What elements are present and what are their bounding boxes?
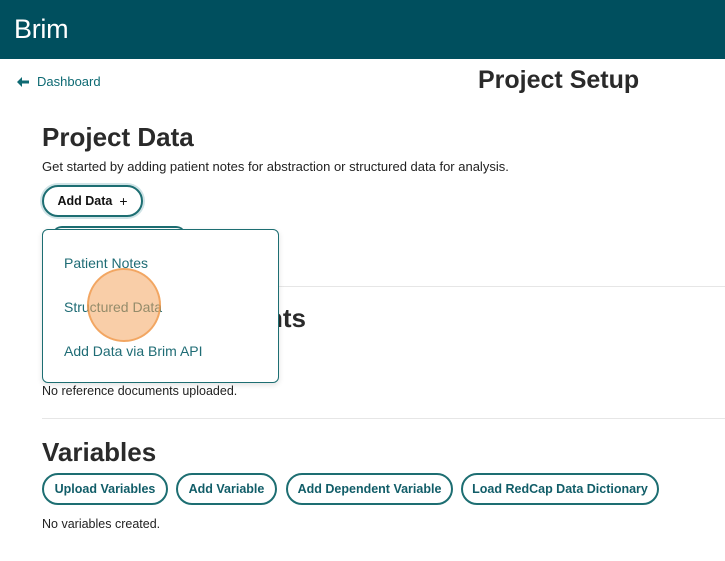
add-variable-button[interactable]: Add Variable xyxy=(176,473,277,505)
back-to-dashboard-link[interactable]: Dashboard xyxy=(17,74,101,89)
page-title: Project Setup xyxy=(478,66,640,94)
project-data-description: Get started by adding patient notes for … xyxy=(42,159,509,174)
variables-title: Variables xyxy=(42,437,157,467)
brand-logo[interactable]: Brim xyxy=(14,14,69,44)
add-dependent-variable-button[interactable]: Add Dependent Variable xyxy=(286,473,453,505)
plus-icon: + xyxy=(119,193,128,209)
back-link-label: Dashboard xyxy=(37,74,101,89)
obscured-button-edge xyxy=(52,226,186,236)
top-navbar: Brim xyxy=(0,0,725,59)
project-data-title: Project Data xyxy=(42,122,194,152)
add-data-label: Add Data xyxy=(57,194,113,208)
upload-variables-button[interactable]: Upload Variables xyxy=(42,473,168,505)
menu-item-structured-data[interactable]: Structured Data xyxy=(64,299,163,315)
menu-item-patient-notes[interactable]: Patient Notes xyxy=(64,255,149,271)
menu-item-brim-api[interactable]: Add Data via Brim API xyxy=(64,343,203,359)
add-data-dropdown-menu: Patient Notes Structured Data Add Data v… xyxy=(42,229,279,383)
load-redcap-dictionary-button[interactable]: Load RedCap Data Dictionary xyxy=(461,473,659,505)
section-divider xyxy=(42,418,725,419)
variables-empty-message: No variables created. xyxy=(42,517,161,531)
section-divider xyxy=(42,286,725,287)
add-data-button[interactable]: Add Data + xyxy=(42,185,143,217)
arrow-left-icon xyxy=(17,76,29,87)
reference-documents-empty-message: No reference documents uploaded. xyxy=(42,384,238,398)
